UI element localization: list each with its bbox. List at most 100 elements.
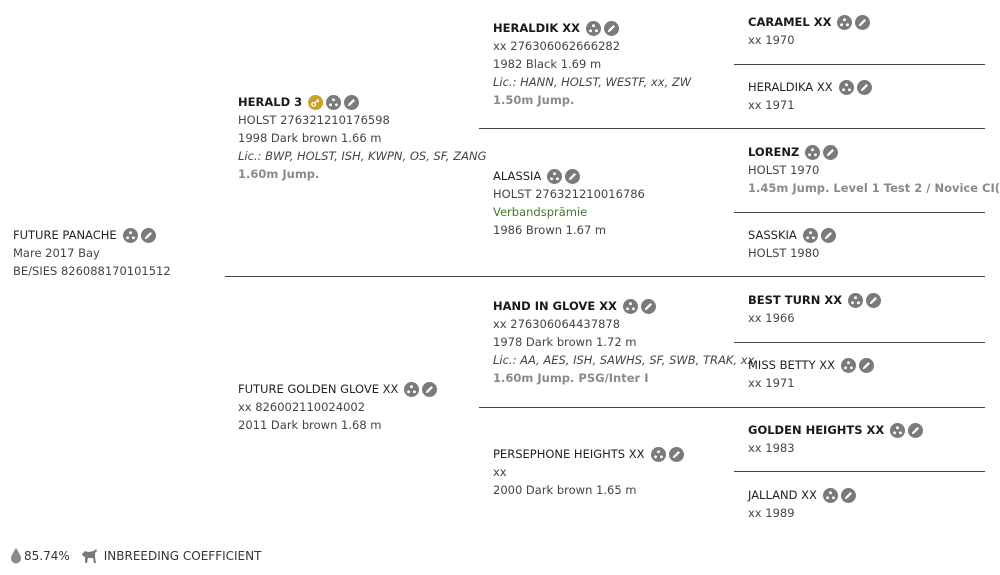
sss-line1: xx 1970: [748, 33, 795, 47]
dsd-name[interactable]: MISS BETTY XX: [748, 358, 836, 372]
edit-pencil-icon[interactable]: [640, 298, 656, 314]
family-tree-icon[interactable]: [404, 381, 420, 397]
dds-name[interactable]: GOLDEN HEIGHTS XX: [748, 423, 885, 437]
sds-entry: LORENZ HOLST 1970 1.45m Jump. Level 1 Te…: [748, 143, 1000, 197]
divider-gen4-1: [734, 64, 985, 65]
dam-sire-performance: 1.60m Jump. PSG/Inter I: [493, 371, 649, 385]
divider-dam-branch: [479, 407, 985, 408]
dds-line1: xx 1983: [748, 441, 795, 455]
sire-dam-award: Verbandsprämie: [493, 205, 588, 219]
sdd-line1: HOLST 1980: [748, 246, 820, 260]
sire-sire-performance: 1.50m Jump.: [493, 93, 575, 107]
dam-dam-line2: 2000 Dark brown 1.65 m: [493, 483, 637, 497]
sire-entry: HERALD 3 HOLST 276321210176598 1998 Dark…: [238, 93, 487, 183]
dam-line2: 2011 Dark brown 1.68 m: [238, 418, 382, 432]
ssd-name[interactable]: HERALDIKA XX: [748, 80, 833, 94]
family-tree-icon[interactable]: [838, 79, 854, 95]
ddd-line1: xx 1989: [748, 506, 795, 520]
ssd-line1: xx 1971: [748, 98, 795, 112]
sire-name[interactable]: HERALD 3: [238, 95, 303, 109]
divider-subject: [225, 276, 985, 277]
subject-line1: Mare 2017 Bay: [13, 246, 100, 260]
sire-dam-line2: 1986 Brown 1.67 m: [493, 223, 607, 237]
ssd-entry: HERALDIKA XX xx 1971: [748, 78, 872, 114]
family-tree-icon[interactable]: [837, 14, 853, 30]
dsd-line1: xx 1971: [748, 376, 795, 390]
edit-pencil-icon[interactable]: [908, 422, 924, 438]
family-tree-icon[interactable]: [326, 94, 342, 110]
family-tree-icon[interactable]: [805, 144, 821, 160]
sire-sire-name[interactable]: HERALDIK XX: [493, 21, 581, 35]
dss-name[interactable]: BEST TURN XX: [748, 293, 843, 307]
sss-name[interactable]: CARAMEL XX: [748, 15, 832, 29]
sds-line1: HOLST 1970: [748, 163, 820, 177]
ddd-entry: JALLAND XX xx 1989: [748, 486, 856, 522]
sire-sire-entry: HERALDIK XX xx 276306062666282 1982 Blac…: [493, 19, 691, 109]
sire-sire-line2: 1982 Black 1.69 m: [493, 57, 602, 71]
sire-sire-line1: xx 276306062666282: [493, 39, 621, 53]
dam-sire-entry: HAND IN GLOVE XX xx 276306064437878 1978…: [493, 297, 754, 387]
edit-pencil-icon[interactable]: [840, 487, 856, 503]
edit-pencil-icon[interactable]: [668, 446, 684, 462]
edit-pencil-icon[interactable]: [859, 357, 875, 373]
family-tree-icon[interactable]: [622, 298, 638, 314]
dam-dam-line1: xx: [493, 465, 507, 479]
subject-line2: BE/SIES 826088170101512: [13, 264, 171, 278]
dam-dam-entry: PERSEPHONE HEIGHTS XX xx 2000 Dark brown…: [493, 445, 684, 499]
edit-pencil-icon[interactable]: [344, 94, 360, 110]
sire-sire-licences: Lic.: HANN, HOLST, WESTF, xx, ZW: [493, 75, 692, 89]
edit-pencil-icon[interactable]: [856, 79, 872, 95]
family-tree-icon[interactable]: [841, 357, 857, 373]
dam-sire-line2: 1978 Dark brown 1.72 m: [493, 335, 637, 349]
edit-pencil-icon[interactable]: [140, 227, 156, 243]
divider-gen4-2: [734, 212, 985, 213]
sire-line1: HOLST 276321210176598: [238, 113, 390, 127]
edit-pencil-icon[interactable]: [422, 381, 438, 397]
sdd-name[interactable]: SASSKIA: [748, 228, 797, 242]
divider-sire-branch: [479, 128, 985, 129]
family-tree-icon[interactable]: [122, 227, 138, 243]
sss-entry: CARAMEL XX xx 1970: [748, 13, 871, 49]
family-tree-icon[interactable]: [890, 422, 906, 438]
dam-sire-name[interactable]: HAND IN GLOVE XX: [493, 299, 617, 313]
family-tree-icon[interactable]: [547, 168, 563, 184]
sdd-entry: SASSKIA HOLST 1980: [748, 226, 836, 262]
subject-entry: FUTURE PANACHE Mare 2017 Bay BE/SIES 826…: [13, 226, 171, 280]
dam-entry: FUTURE GOLDEN GLOVE XX xx 82600211002400…: [238, 380, 438, 434]
water-drop-icon: [10, 547, 22, 564]
family-tree-icon[interactable]: [802, 227, 818, 243]
family-tree-icon[interactable]: [650, 446, 666, 462]
key-icon[interactable]: [308, 94, 324, 110]
family-tree-icon[interactable]: [586, 20, 602, 36]
inbreeding-footer: 85.74% INBREEDING COEFFICIENT: [10, 547, 261, 564]
edit-pencil-icon[interactable]: [823, 144, 839, 160]
edit-pencil-icon[interactable]: [866, 292, 882, 308]
family-tree-icon[interactable]: [848, 292, 864, 308]
horse-icon: [80, 548, 98, 564]
edit-pencil-icon[interactable]: [820, 227, 836, 243]
ddd-name[interactable]: JALLAND XX: [748, 488, 817, 502]
edit-pencil-icon[interactable]: [855, 14, 871, 30]
inbreeding-percent: 85.74%: [24, 548, 70, 563]
dam-line1: xx 826002110024002: [238, 400, 366, 414]
inbreeding-label: INBREEDING COEFFICIENT: [103, 548, 262, 563]
subject-name[interactable]: FUTURE PANACHE: [13, 228, 117, 242]
divider-gen4-3: [734, 342, 985, 343]
edit-pencil-icon[interactable]: [565, 168, 581, 184]
sire-dam-entry: ALASSIA HOLST 276321210016786 Verbandspr…: [493, 167, 645, 239]
sds-performance: 1.45m Jump. Level 1 Test 2 / Novice CI(: [748, 181, 1000, 195]
dds-entry: GOLDEN HEIGHTS XX xx 1983: [748, 421, 924, 457]
dss-line1: xx 1966: [748, 311, 795, 325]
sire-performance: 1.60m Jump.: [238, 167, 320, 181]
dam-name[interactable]: FUTURE GOLDEN GLOVE XX: [238, 382, 399, 396]
dam-sire-line1: xx 276306064437878: [493, 317, 621, 331]
family-tree-icon[interactable]: [822, 487, 838, 503]
sire-dam-line1: HOLST 276321210016786: [493, 187, 645, 201]
sire-licences: Lic.: BWP, HOLST, ISH, KWPN, OS, SF, ZAN…: [238, 149, 487, 163]
sire-dam-name[interactable]: ALASSIA: [493, 169, 542, 183]
edit-pencil-icon[interactable]: [604, 20, 620, 36]
dam-dam-name[interactable]: PERSEPHONE HEIGHTS XX: [493, 447, 645, 461]
dam-sire-licences: Lic.: AA, AES, ISH, SAWHS, SF, SWB, TRAK…: [493, 353, 755, 367]
dsd-entry: MISS BETTY XX xx 1971: [748, 356, 875, 392]
sds-name[interactable]: LORENZ: [748, 145, 800, 159]
